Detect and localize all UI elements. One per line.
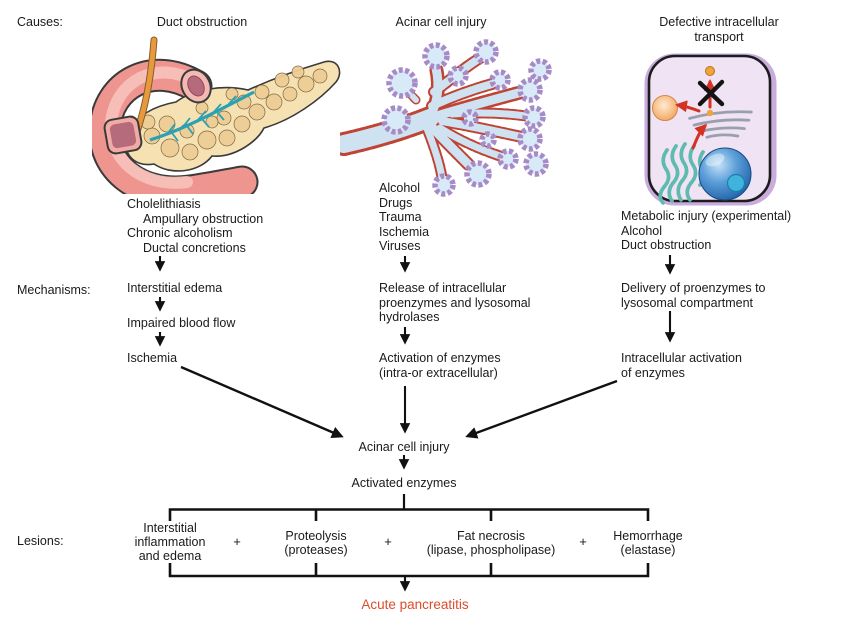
golgi-apparatus xyxy=(688,110,753,139)
secretory-granule-mid xyxy=(706,109,714,117)
mechanism-interstitial-edema: Interstitial edema xyxy=(127,281,223,295)
row-label-causes: Causes: xyxy=(17,15,63,29)
converging-arrows xyxy=(180,365,618,470)
causes-list-acinar-injury: Alcohol Drugs Trauma Ischemia Viruses xyxy=(379,181,430,253)
lesion-proteolysis: Proteolysis (proteases) xyxy=(284,529,348,557)
heading-defective-transport: Defective intracellular transport xyxy=(659,15,779,44)
causes-list-defective-transport: Metabolic injury (experimental) Alcohol … xyxy=(621,209,792,252)
secretory-granule-top xyxy=(705,66,715,76)
node-acinar-cell-injury: Acinar cell injury xyxy=(358,440,450,454)
outcome-acute-pancreatitis: Acute pancreatitis xyxy=(361,597,469,612)
row-label-lesions: Lesions: xyxy=(17,534,64,548)
mechanism-release-proenzymes: Release of intracellular proenzymes and … xyxy=(379,281,531,324)
lesion-brackets xyxy=(168,494,650,592)
blocked-intracellular-transport-illustration xyxy=(644,53,777,206)
pancreas-duodenum-ducts-illustration xyxy=(92,36,341,194)
acinar-gland-illustration xyxy=(340,39,552,197)
nucleus-highlight xyxy=(705,153,725,167)
mechanism-delivery-proenzymes: Delivery of proenzymes to lysosomal comp… xyxy=(621,281,766,310)
plus-sign-2: + xyxy=(384,534,392,549)
nucleolus xyxy=(726,173,746,193)
row-label-mechanisms: Mechanisms: xyxy=(17,283,91,297)
lesion-hemorrhage: Hemorrhage (elastase) xyxy=(613,529,683,557)
mechanism-ischemia: Ischemia xyxy=(127,351,178,365)
duodenum-cut-window xyxy=(103,115,143,155)
mechanism-intracellular-activation: Intracellular activation of enzymes xyxy=(621,351,742,380)
heading-duct-obstruction: Duct obstruction xyxy=(156,15,248,29)
blocked-x-icon xyxy=(697,79,725,107)
lesion-interstitial-inflammation: Interstitial inflammation and edema xyxy=(134,521,206,563)
plus-sign-1: + xyxy=(233,534,241,549)
heading-acinar-cell-injury: Acinar cell injury xyxy=(395,15,487,29)
plus-sign-3: + xyxy=(579,534,587,549)
duodenum-cut-opening-top xyxy=(180,68,212,104)
node-activated-enzymes: Activated enzymes xyxy=(351,476,457,490)
causes-list-duct-obstruction: Cholelithiasis Ampullary obstruction Chr… xyxy=(127,197,264,255)
lesion-fat-necrosis: Fat necrosis (lipase, phospholipase) xyxy=(426,529,556,557)
pancreatic-duct xyxy=(149,90,255,142)
mechanism-impaired-blood-flow: Impaired blood flow xyxy=(127,316,236,330)
pancreas-body xyxy=(124,60,341,172)
mechanism-activation-enzymes: Activation of enzymes (intra-or extracel… xyxy=(379,351,501,380)
acini xyxy=(381,39,552,197)
